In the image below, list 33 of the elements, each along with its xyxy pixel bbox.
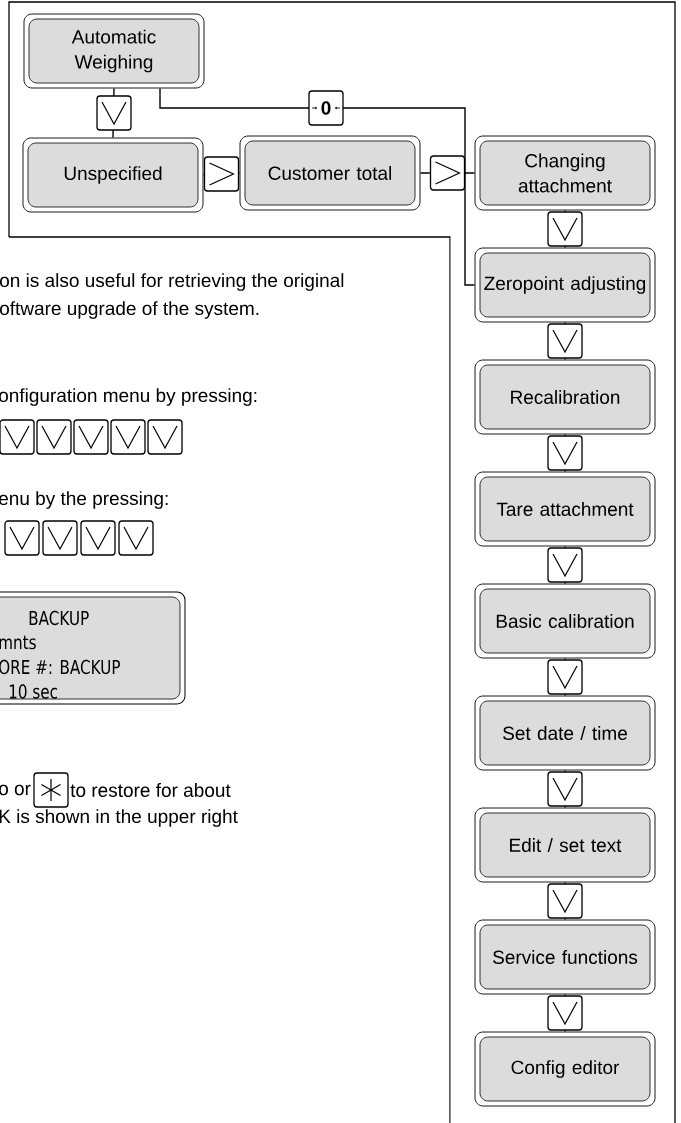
menu-box: Recalibration xyxy=(474,359,656,435)
text-line: o or xyxy=(0,784,31,796)
menu-box: Automatic Weighing xyxy=(23,13,205,89)
key-arrow xyxy=(547,545,583,585)
text-line: to restore for about xyxy=(70,783,231,797)
menu-box: Changing attachment xyxy=(474,135,656,211)
text-line: K is shown in the upper right xyxy=(0,809,238,827)
menu-box: Unspecified xyxy=(22,137,204,213)
key-arrow xyxy=(547,321,583,361)
text-line: oftware upgrade of the system. xyxy=(0,301,259,319)
key-arrow xyxy=(547,769,583,809)
text-line: onfiguration menu by pressing: xyxy=(0,388,257,406)
menu-box: Basic calibration xyxy=(474,583,656,659)
menu-box: Zeropoint adjusting xyxy=(474,247,656,323)
key-arrow xyxy=(419,155,476,191)
key-arrow xyxy=(547,657,583,697)
text-line: on is also useful for retrieving the original xyxy=(0,273,344,291)
zero-key: 0 xyxy=(308,90,344,126)
text-line: enu by the pressing: xyxy=(0,491,168,509)
key-arrow xyxy=(547,881,583,921)
key-arrow xyxy=(547,993,583,1033)
display-screen: BACKUP mnts ORE #: BACKUP 10 sec xyxy=(0,591,186,705)
key-arrow xyxy=(202,156,241,192)
key-arrow xyxy=(547,433,583,473)
menu-box: Config editor xyxy=(474,1031,656,1107)
key-arrow xyxy=(96,87,132,139)
menu-box: Edit / set text xyxy=(474,807,656,883)
menu-box: Service functions xyxy=(474,919,656,995)
menu-box: Set date / time xyxy=(474,695,656,771)
menu-box: Customer total xyxy=(239,135,421,211)
menu-box: Tare attachment xyxy=(474,471,656,547)
connector-line xyxy=(159,87,476,286)
key-arrow xyxy=(547,209,583,249)
